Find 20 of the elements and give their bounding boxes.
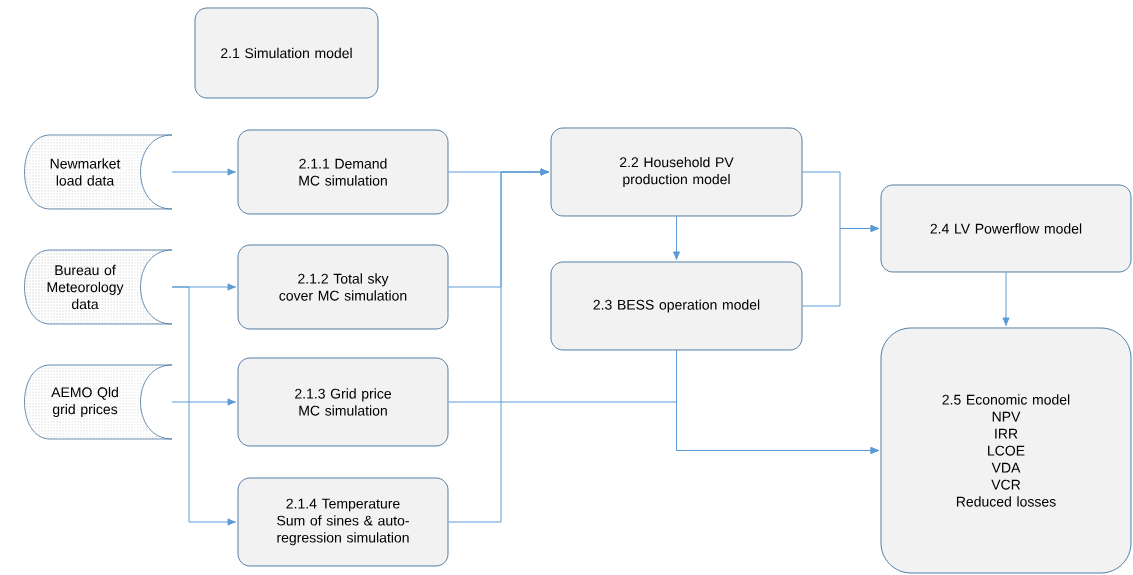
process-box: 2.5 Economic model NPV IRR LCOE VDA VCR Reduced losses <box>880 327 1132 574</box>
process-box: 2.1.2 Total sky cover MC simulation <box>237 244 449 330</box>
process-box: 2.3 BESS operation model <box>550 261 803 351</box>
process-box: 2.4 LV Powerflow model <box>880 184 1132 273</box>
data-store: AEMO Qld grid prices <box>24 364 173 440</box>
arrow <box>801 224 880 307</box>
arrow <box>672 215 681 261</box>
arrow <box>171 398 237 406</box>
data-store: Bureau of Meteorology data <box>24 249 173 325</box>
arrow <box>171 168 237 176</box>
process-box: 2.1 Simulation model <box>194 7 379 99</box>
process-box: 2.1.4 Temperature Sum of sines & auto-regression simulation <box>237 477 449 567</box>
process-box: 2.1.3 Grid price MC simulation <box>237 357 449 447</box>
arrow <box>447 168 550 523</box>
process-box: 2.1.1 Demand MC simulation <box>237 129 449 215</box>
arrow <box>447 401 880 455</box>
data-store: Newmarket load data <box>24 134 173 210</box>
process-box: 2.2 Household PV production model <box>550 127 803 217</box>
arrow <box>171 286 237 526</box>
arrow <box>1002 271 1010 327</box>
